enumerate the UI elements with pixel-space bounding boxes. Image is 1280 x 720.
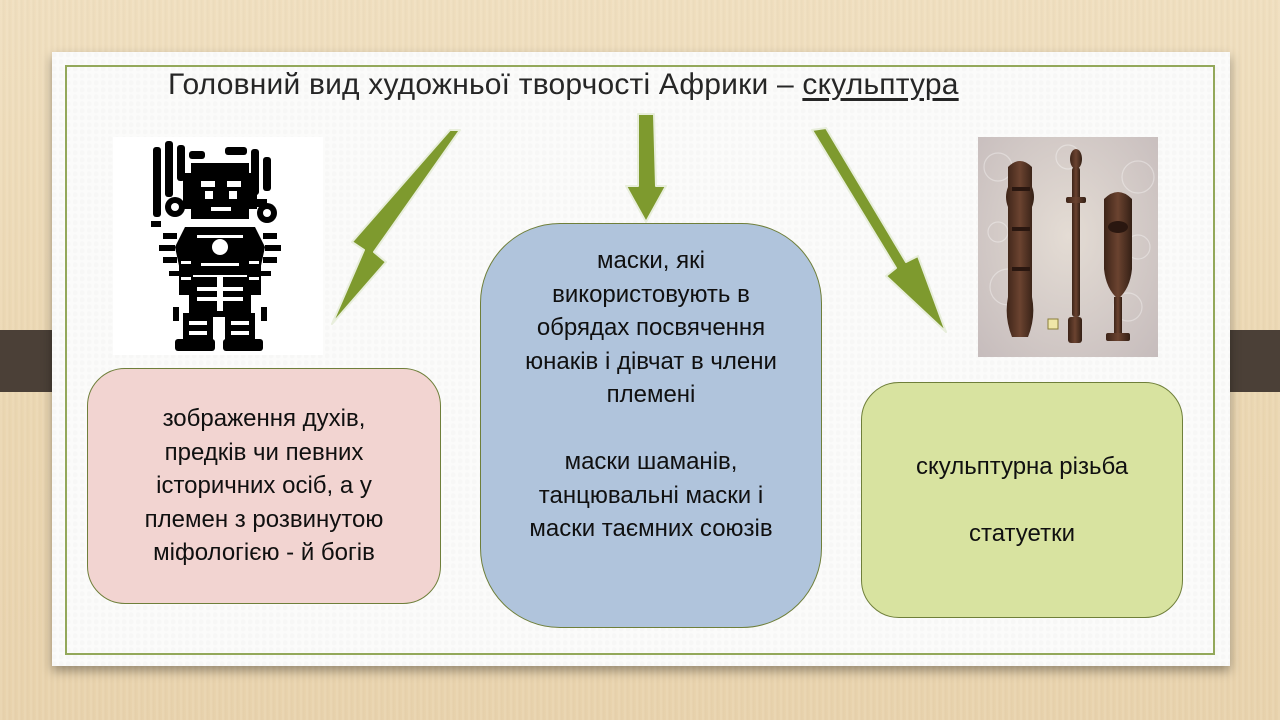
arrow-left-icon (331, 129, 461, 325)
slide-title: Головний вид художньої творчості Африки … (168, 68, 959, 102)
title-underlined-word: скульптура (802, 68, 959, 101)
masks-box: маски, які використовують в обрядах посв… (480, 223, 822, 628)
box-text-line: статуетки (969, 519, 1075, 547)
box-text-line: юнаків і дівчат в члени (525, 347, 777, 375)
box-text-line: предків чи певних (164, 438, 364, 466)
box-text-line: племені (606, 381, 696, 409)
box-text-line: маски, які (597, 247, 705, 274)
statuettes-photo (978, 137, 1158, 357)
box-text-line: зображення духів, (162, 405, 366, 433)
box-text-line: маски шаманів, (564, 447, 738, 475)
box-text-line: міфологією - й богів (153, 539, 375, 567)
box-text-line: використовують в (552, 280, 750, 308)
arrow-down-icon (625, 113, 667, 223)
tribal-figure-image (113, 137, 323, 355)
box-text-line: племен з розвинутою (144, 505, 384, 533)
box-text-line: історичних осіб, а у (156, 472, 372, 500)
box-text-line: скульптурна різьба (915, 452, 1129, 480)
sculpture-carving-box: скульптурна різьба статуетки (861, 382, 1183, 618)
slide-inner-frame (65, 65, 1215, 655)
spirits-ancestors-box: зображення духів, предків чи певних істо… (87, 368, 441, 604)
box-text-line: обрядах посвячення (536, 314, 766, 342)
arrow-right-icon (811, 127, 947, 333)
title-text: Головний вид художньої творчості Африки … (168, 68, 803, 101)
box-text-line: маски таємних союзів (529, 515, 773, 543)
box-text-line: танцювальні маски і (538, 481, 764, 509)
